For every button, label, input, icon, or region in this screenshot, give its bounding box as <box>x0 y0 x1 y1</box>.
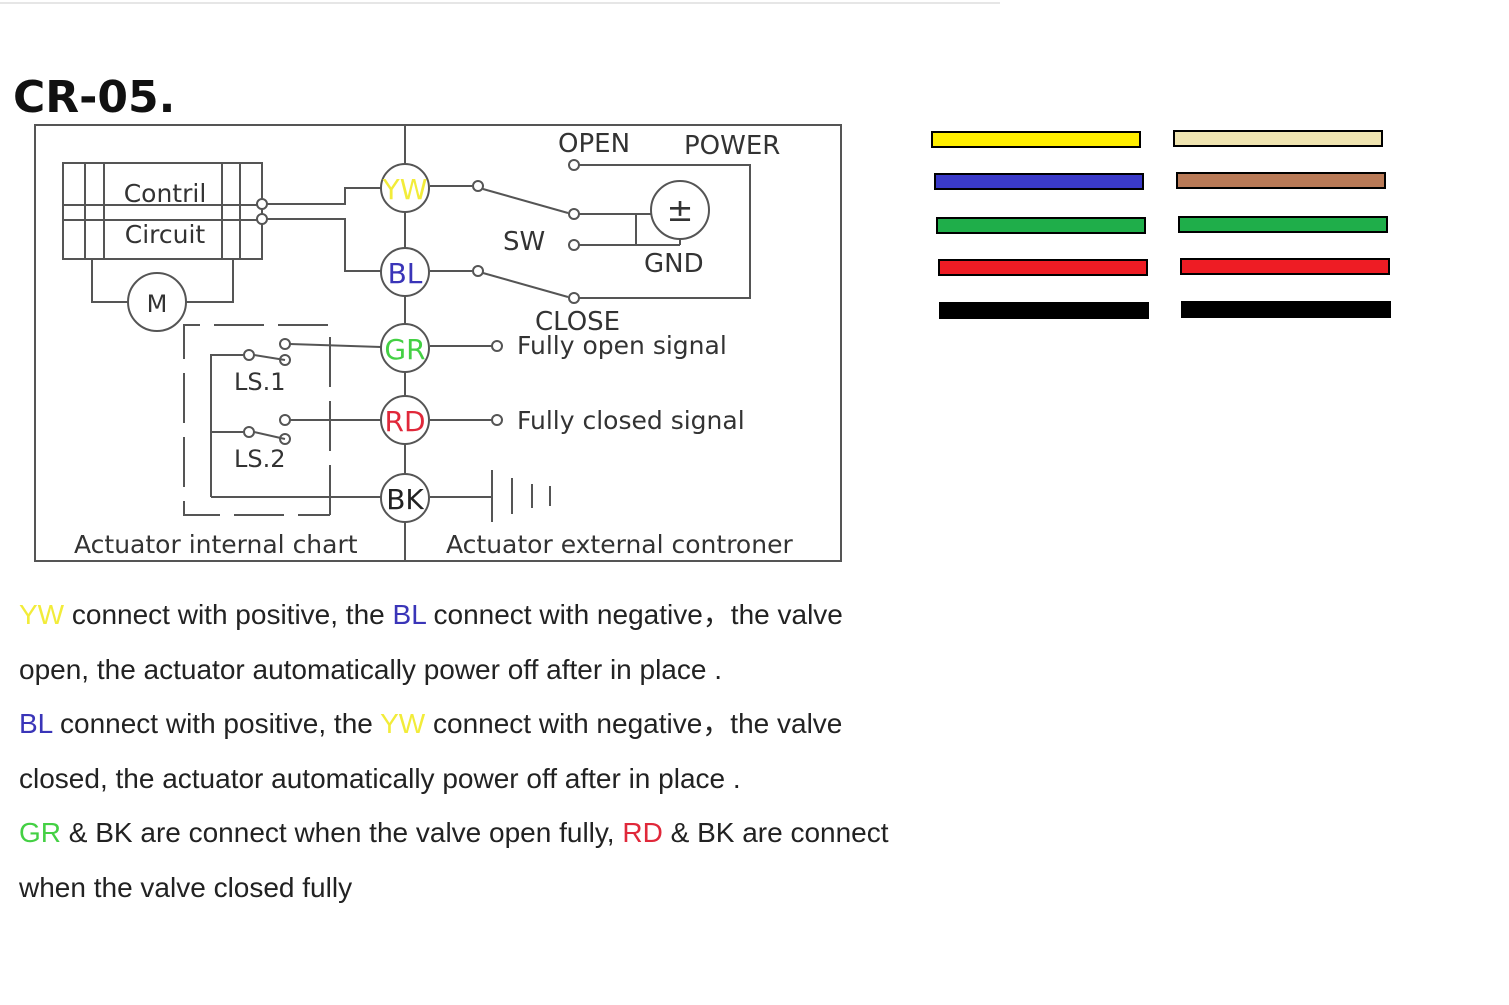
wire-swatch-left <box>934 173 1144 190</box>
description-line-1: YW connect with positive, the BL connect… <box>19 588 1009 643</box>
gnd-label: GND <box>644 249 704 279</box>
internal-caption: Actuator internal chart <box>74 530 358 559</box>
wire-swatch-left <box>939 302 1149 319</box>
description-line-2: open, the actuator automatically power o… <box>19 653 723 685</box>
motor-label: M <box>147 290 168 318</box>
terminal-bl-label: BL <box>388 257 423 290</box>
yw-keyword: YW <box>380 708 426 739</box>
terminal-rd <box>380 395 430 445</box>
fully-open-signal-label: Fully open signal <box>517 331 727 360</box>
description-line-3: BL connect with positive, the YW connect… <box>19 697 1009 752</box>
description-line-6: when the valve closed fully <box>19 871 353 903</box>
wire-swatch-right <box>1180 258 1390 275</box>
yw-keyword: YW <box>19 599 65 630</box>
power-label: POWER <box>684 131 780 161</box>
plus-minus-label: ± <box>667 191 694 229</box>
gr-keyword: GR <box>19 817 61 848</box>
wire-swatch-right <box>1181 301 1391 318</box>
close-label: CLOSE <box>535 307 620 337</box>
wire-swatch-left <box>931 131 1141 148</box>
wire-swatch-right <box>1176 172 1386 189</box>
bl-keyword: BL <box>19 708 53 739</box>
text-fragment: connect with positive, the <box>52 708 381 739</box>
text-fragment: connect with negative，the valve <box>425 599 843 630</box>
description-line-5: GR & BK are connect when the valve open … <box>19 806 1009 861</box>
top-divider <box>0 2 1000 4</box>
control-circuit-label-2: Circuit <box>125 220 206 249</box>
fully-closed-signal-label: Fully closed signal <box>517 406 745 435</box>
terminal-rd-label: RD <box>384 405 425 438</box>
terminal-bk <box>380 473 430 523</box>
rd-keyword: RD <box>622 817 663 848</box>
diagram-border <box>34 124 842 562</box>
power-source <box>650 180 710 240</box>
text-fragment: connect with positive, the <box>64 599 393 630</box>
page-title: CR-05. <box>13 72 176 123</box>
terminal-gr-label: GR <box>384 333 425 366</box>
control-circuit-label-1: Contril <box>124 179 207 208</box>
terminal-bk-label: BK <box>386 483 424 516</box>
text-fragment: connect with negative，the valve <box>425 708 843 739</box>
sw-label: SW <box>503 227 545 257</box>
terminal-bl <box>380 247 430 297</box>
text-fragment: & BK are connect when the valve open ful… <box>61 817 623 848</box>
terminal-yw <box>380 163 430 213</box>
wire-swatch-right <box>1173 130 1383 147</box>
ls1-label: LS.1 <box>234 368 286 396</box>
external-caption: Actuator external controner <box>446 530 793 559</box>
ls2-label: LS.2 <box>234 445 286 473</box>
terminal-gr <box>380 323 430 373</box>
control-circuit-box <box>62 162 263 260</box>
description-line-4: closed, the actuator automatically power… <box>19 762 741 794</box>
motor-symbol <box>127 272 187 332</box>
open-label: OPEN <box>558 129 630 159</box>
bl-keyword: BL <box>392 599 426 630</box>
wire-swatch-right <box>1178 216 1388 233</box>
wiring-diagram: YW BL GR RD BK Contril Circuit M LS.1 LS… <box>34 124 842 562</box>
wire-swatch-left <box>938 259 1148 276</box>
description: YW connect with positive, the BL connect… <box>19 588 1009 915</box>
terminal-yw-label: YW <box>382 173 428 206</box>
text-fragment: & BK are connect <box>662 817 889 848</box>
wire-swatch-left <box>936 217 1146 234</box>
